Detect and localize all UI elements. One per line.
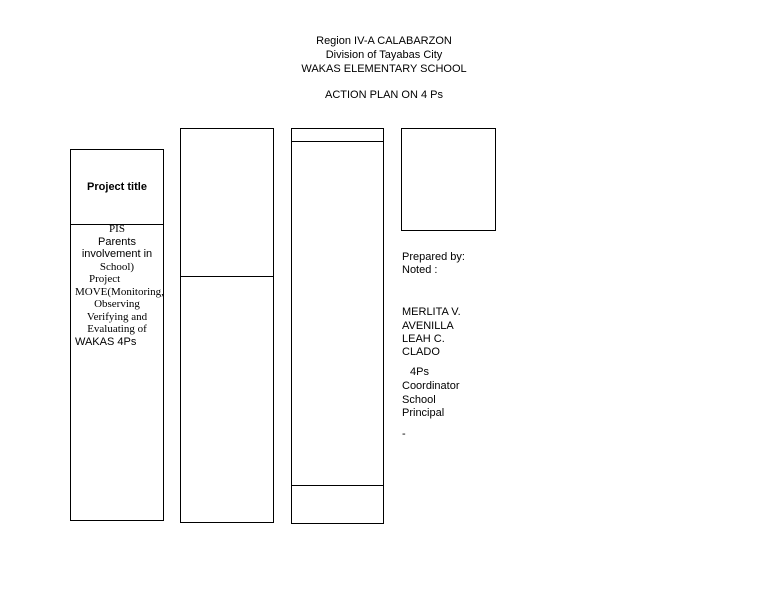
project-line: PIS bbox=[109, 223, 125, 235]
table-column-4 bbox=[401, 128, 496, 231]
signatory-role: School bbox=[402, 394, 436, 406]
project-title-column bbox=[70, 149, 164, 521]
signatory-role: 4Ps bbox=[410, 366, 429, 378]
project-line: Parents bbox=[98, 235, 136, 248]
project-line: Observing bbox=[94, 298, 140, 310]
dash-mark: - bbox=[402, 428, 406, 440]
project-line: School) bbox=[99, 260, 135, 273]
table-column-2 bbox=[180, 128, 274, 523]
column-3-footer-divider bbox=[291, 485, 384, 486]
column-3-header-divider bbox=[291, 141, 384, 142]
project-line: Project bbox=[89, 273, 121, 285]
signatory-role: Principal bbox=[402, 407, 445, 419]
project-line: MOVE(Monitoring, bbox=[75, 285, 164, 298]
header-division: Division of Tayabas City bbox=[325, 49, 443, 61]
signatory-name: MERLITA V. bbox=[402, 306, 461, 318]
table-column-3 bbox=[291, 128, 384, 524]
project-title-label: Project title bbox=[87, 181, 147, 193]
project-description: PIS Parents involvement in School) Proje… bbox=[71, 223, 164, 348]
signatory-name: CLADO bbox=[402, 346, 440, 358]
document-title: ACTION PLAN ON 4 Ps bbox=[325, 89, 443, 101]
project-line: Evaluating of bbox=[87, 323, 147, 335]
signatory-role: Coordinator bbox=[402, 380, 460, 392]
noted-label: Noted : bbox=[402, 264, 438, 276]
signatory-name: AVENILLA bbox=[402, 320, 454, 332]
header-region: Region IV-A CALABARZON bbox=[316, 35, 452, 47]
project-line: WAKAS 4Ps bbox=[75, 335, 137, 348]
project-line: involvement in bbox=[81, 248, 153, 260]
project-line: Verifying and bbox=[86, 310, 148, 323]
signatory-name: LEAH C. bbox=[402, 333, 445, 345]
column-2-divider bbox=[180, 276, 274, 277]
header-school: WAKAS ELEMENTARY SCHOOL bbox=[301, 63, 467, 75]
prepared-by-label: Prepared by: bbox=[402, 251, 465, 263]
project-title-divider bbox=[70, 224, 164, 225]
